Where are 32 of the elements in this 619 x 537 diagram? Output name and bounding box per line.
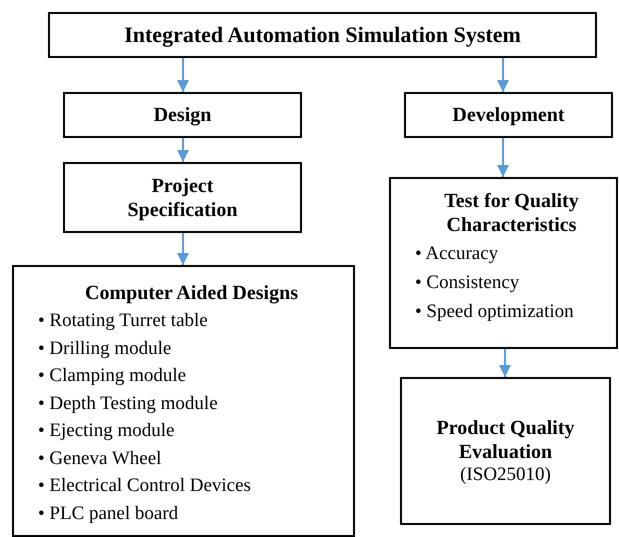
- arrow: [499, 349, 511, 377]
- arrow: [497, 138, 509, 177]
- box-heading: Design: [154, 103, 212, 127]
- bullet-item: • Electrical Control Devices: [38, 474, 251, 498]
- box-heading: Development: [452, 103, 565, 127]
- process-box: [389, 177, 618, 349]
- bullet-item: • Accuracy: [415, 242, 500, 266]
- box-text: (ISO25010): [460, 464, 551, 486]
- bullet-item: • Geneva Wheel: [38, 446, 162, 470]
- bullet-item: • PLC panel board: [38, 502, 180, 526]
- bullet-item: • Depth Testing module: [38, 392, 219, 416]
- arrow: [177, 138, 189, 162]
- box-heading: Computer Aided Designs: [85, 281, 298, 305]
- box-heading: Product Quality Evaluation: [436, 416, 576, 464]
- arrow: [497, 58, 509, 92]
- arrow: [177, 233, 189, 265]
- process-box: [48, 12, 597, 58]
- process-box: [63, 162, 302, 233]
- bullet-item: • Clamping module: [38, 364, 188, 388]
- box-heading: Project Specification: [126, 174, 238, 222]
- process-box: [404, 92, 613, 138]
- process-box: [12, 265, 355, 537]
- bullet-item: • Speed optimization: [415, 300, 574, 324]
- bullet-item: • Rotating Turret table: [38, 309, 209, 333]
- process-box: [63, 92, 302, 138]
- bullet-item: • Ejecting module: [38, 419, 176, 443]
- box-heading: Test for Quality Characteristics: [443, 189, 580, 237]
- process-box: [400, 377, 611, 525]
- arrow: [177, 58, 189, 92]
- box-heading: Integrated Automation Simulation System: [124, 22, 521, 48]
- bullet-item: • Drilling module: [38, 336, 172, 360]
- bullet-item: • Consistency: [415, 271, 520, 295]
